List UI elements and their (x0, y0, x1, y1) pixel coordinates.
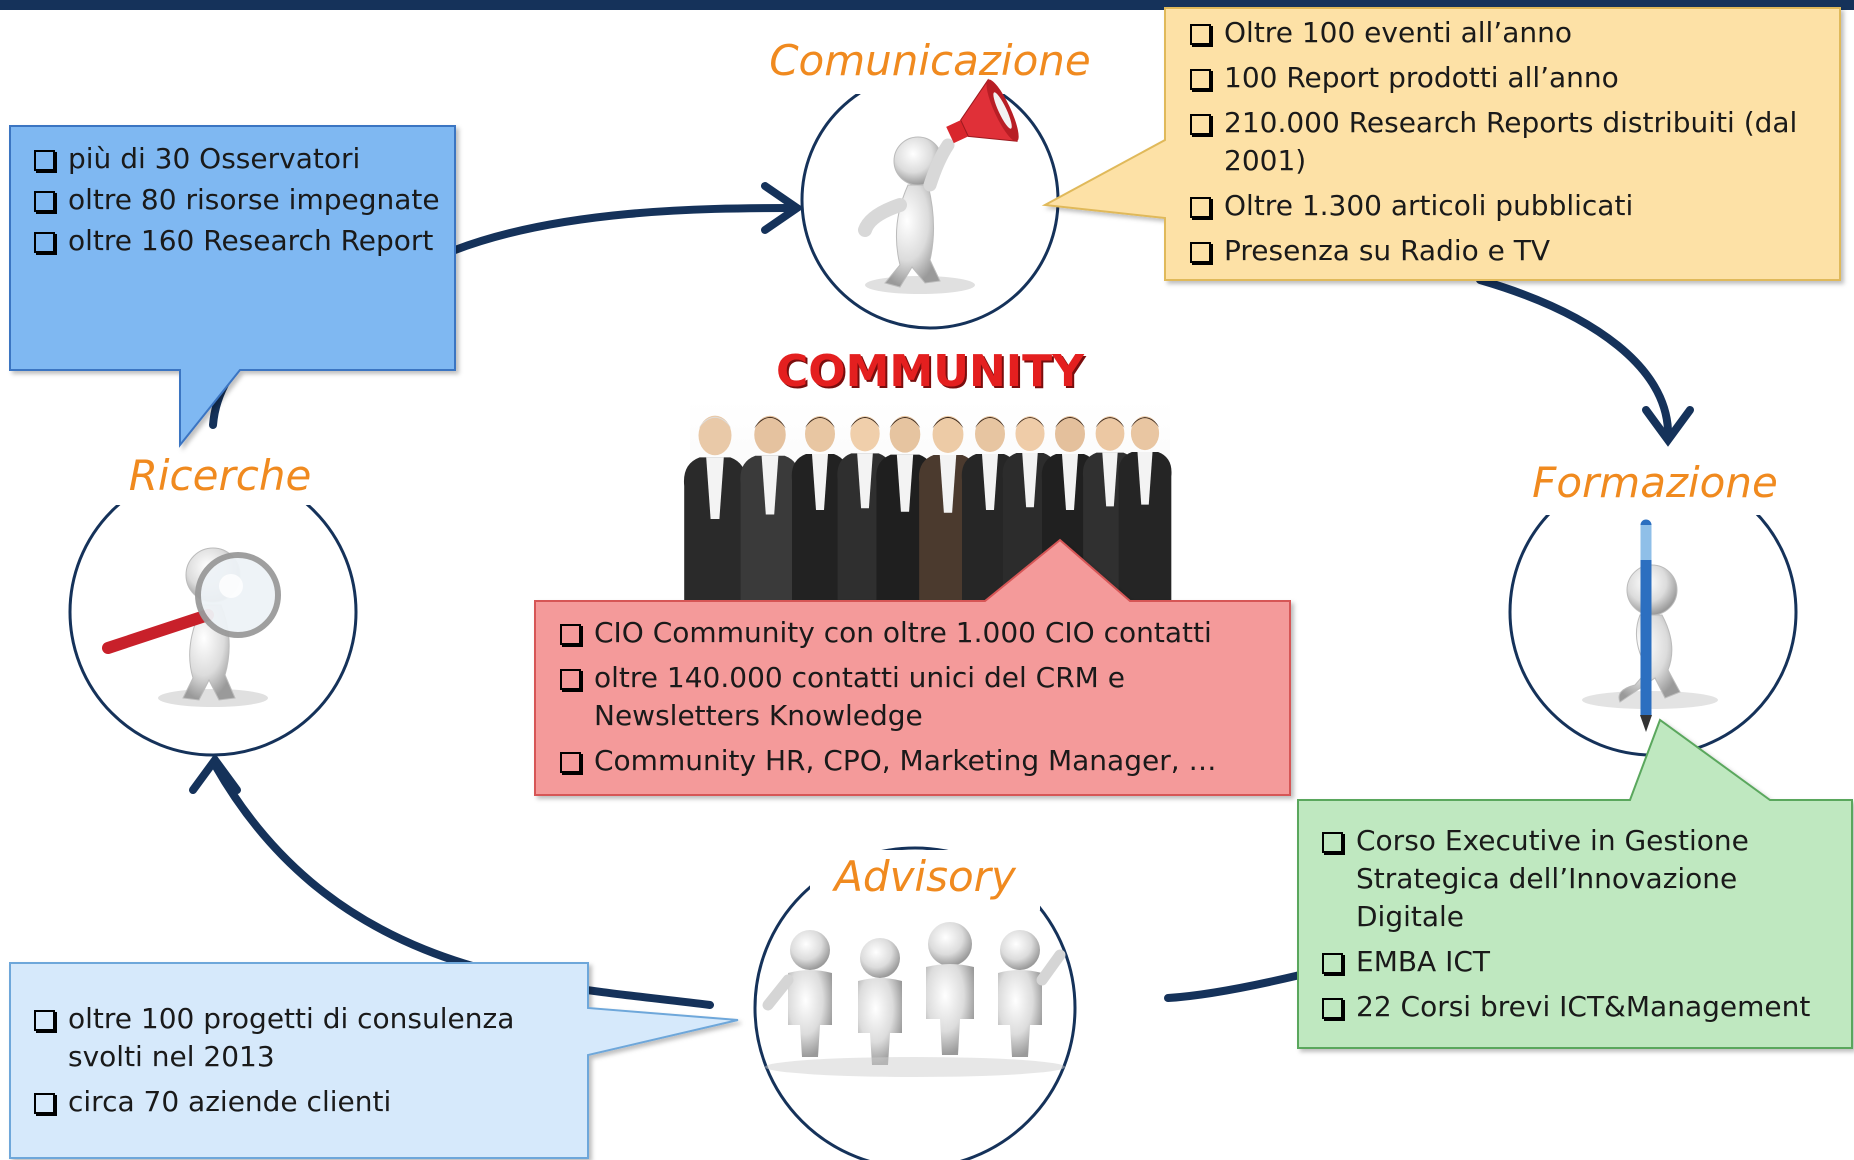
comunicazione-callout: Oltre 100 eventi all’anno 100 Report prod… (1190, 14, 1830, 277)
callout-item: Oltre 100 eventi all’anno (1190, 14, 1830, 52)
callout-item: oltre 100 progetti di consulenza svolti … (34, 1000, 584, 1076)
callout-item: Community HR, CPO, Marketing Manager, … (560, 742, 1280, 780)
community-callout: CIO Community con oltre 1.000 CIO contat… (560, 614, 1280, 787)
formazione-callout-list: Corso Executive in Gestione Strategica d… (1322, 822, 1847, 1026)
comunicazione-callout-list: Oltre 100 eventi all’anno 100 Report prod… (1190, 14, 1830, 270)
arrow-head-comunicazione (761, 182, 805, 234)
callout-item: 22 Corsi brevi ICT&Management (1322, 988, 1847, 1026)
stage-title-comunicazione: Comunicazione (769, 36, 1091, 85)
callout-item: CIO Community con oltre 1.000 CIO contat… (560, 614, 1280, 652)
formazione-callout: Corso Executive in Gestione Strategica d… (1322, 822, 1847, 1033)
arrow-head-formazione (1642, 406, 1694, 447)
callout-item: oltre 160 Research Report (34, 222, 454, 260)
megaphone-figure-icon (858, 78, 1019, 294)
arrow-formazione-to-advisory (1164, 971, 1304, 1002)
advisory-callout-shape (9, 962, 739, 1159)
callout-item: Corso Executive in Gestione Strategica d… (1322, 822, 1847, 936)
pen-figure-icon (1582, 519, 1718, 732)
arrow-head-ricerche (189, 753, 241, 794)
person-figure (683, 415, 747, 640)
arrow-ricerche-to-comunicazione (451, 204, 794, 254)
advisory-circle (753, 846, 1077, 1160)
cycle-arrows (189, 182, 1694, 1009)
advisory-callout: oltre 100 progetti di consulenza svolti … (34, 1000, 584, 1128)
stage-title-ricerche: Ricerche (128, 451, 312, 500)
community-callout-shape (534, 538, 1291, 796)
callout-item: 210.000 Research Reports distribuiti (da… (1190, 104, 1830, 180)
callout-item: oltre 80 risorse impegnate (34, 181, 454, 219)
group-of-figures-icon (762, 922, 1066, 1077)
stage-title-advisory: Advisory (834, 852, 1016, 901)
callout-item: EMBA ICT (1322, 943, 1847, 981)
callout-item: 100 Report prodotti all’anno (1190, 59, 1830, 97)
community-callout-list: CIO Community con oltre 1.000 CIO contat… (560, 614, 1280, 780)
callout-item: Presenza su Radio e TV (1190, 232, 1830, 270)
header-bar (0, 0, 1854, 10)
callout-item: Oltre 1.300 articoli pubblicati (1190, 187, 1830, 225)
arrow-advisory-to-ricerche (211, 761, 714, 1009)
callout-item: più di 30 Osservatori (34, 140, 454, 178)
person-figure (740, 415, 800, 630)
advisory-callout-list: oltre 100 progetti di consulenza svolti … (34, 1000, 584, 1121)
ricerche-callout-shape (9, 125, 456, 448)
person-figure (791, 416, 849, 620)
arrow-comunicazione-to-formazione (1476, 276, 1672, 434)
formazione-callout-shape (1297, 718, 1853, 1049)
callout-item: oltre 140.000 contatti unici del CRM e N… (560, 659, 1280, 735)
comunicazione-callout-shape (1041, 7, 1841, 281)
callout-item: circa 70 aziende clienti (34, 1083, 584, 1121)
person-figure (1118, 416, 1172, 608)
community-title: COMMUNITY (775, 346, 1085, 397)
magnifying-glass-figure-icon (102, 547, 281, 707)
stage-title-formazione: Formazione (1532, 458, 1778, 507)
